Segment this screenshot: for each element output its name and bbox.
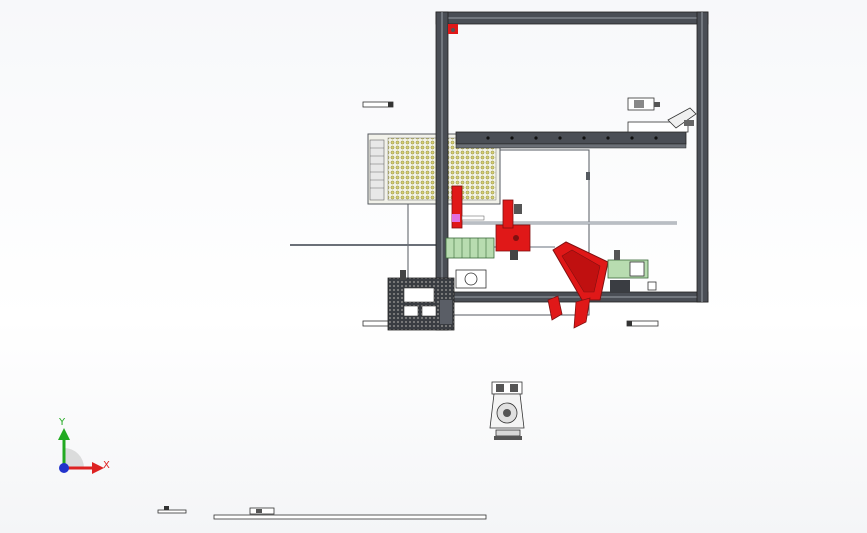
bottom-rails — [157, 506, 487, 520]
extruder-carriage — [451, 185, 531, 260]
loose-hardware — [362, 101, 659, 327]
x-axis-label: X — [103, 460, 110, 471]
z-axis-dot — [59, 463, 69, 473]
plate-slot — [586, 172, 590, 180]
aluminium-frame — [435, 11, 709, 331]
stepper-motor-green — [445, 237, 495, 289]
x-gantry-beam — [455, 131, 687, 149]
coordinate-triad: Y X — [58, 417, 110, 474]
guide-rods — [290, 221, 677, 248]
y-axis-label: Y — [58, 417, 66, 428]
spool-holder-red — [547, 241, 609, 329]
right-motor-mount — [607, 250, 657, 292]
endstop-bracket — [627, 97, 697, 133]
caster-wheel — [489, 381, 525, 440]
psu-terminal-block — [369, 139, 385, 201]
pink-connector — [452, 214, 460, 222]
control-board — [387, 270, 455, 331]
